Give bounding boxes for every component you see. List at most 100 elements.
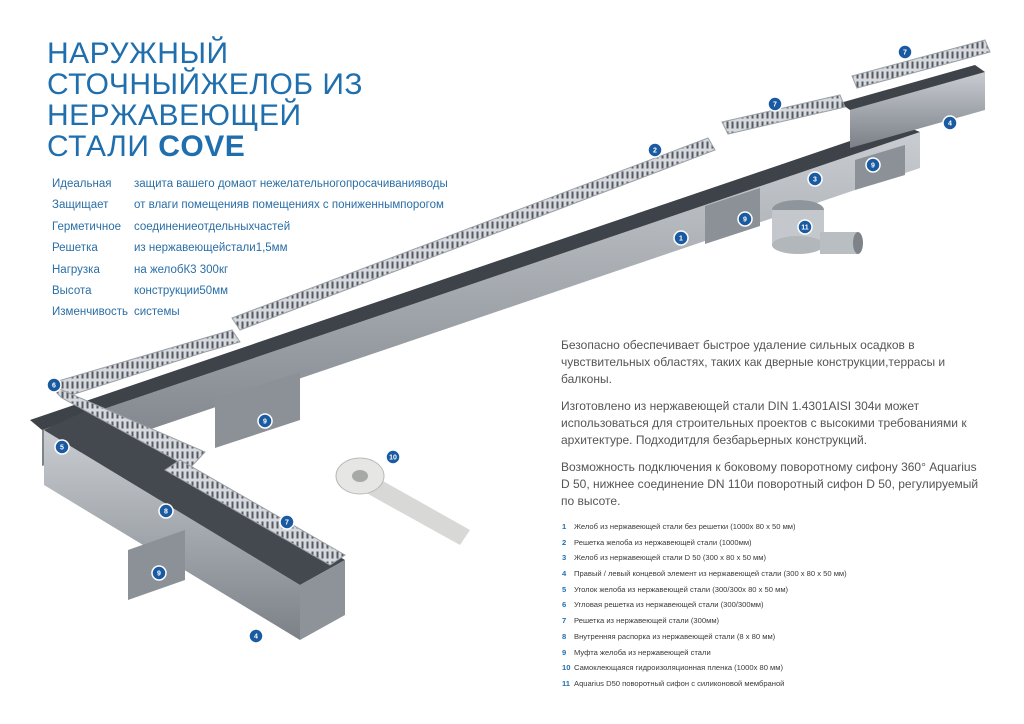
- legend-number: 4: [562, 569, 567, 579]
- legend-number: 2: [562, 537, 567, 547]
- feature-key: Решетка: [52, 242, 98, 255]
- badge-7b: 7: [767, 96, 783, 112]
- badge-label: 9: [157, 571, 161, 578]
- legend-text: Уголок желоба из нержавеющей стали (300/…: [574, 584, 789, 594]
- description-paragraph-2: Изготовлено из нержавеющей стали DIN 1.4…: [561, 399, 967, 447]
- grate-short-lower: [164, 459, 346, 566]
- legend-item: 8 Внутренняя распорка из нержавеющей стал…: [562, 629, 847, 645]
- badge-label: 5: [60, 445, 64, 452]
- legend-number: 10: [562, 663, 571, 673]
- feature-value: защита вашего домаот нежелательногопроса…: [134, 178, 448, 190]
- badge-label: 9: [871, 163, 875, 170]
- legend-item: 3 Желоб из нержавеющей стали D 50 (300 х …: [562, 550, 847, 566]
- title-line-2: СТОЧНЫЙЖЕЛОБ ИЗ: [47, 68, 364, 101]
- badge-label: 9: [743, 217, 747, 224]
- legend-text: Угловая решетка из нержавеющей стали (30…: [574, 600, 764, 610]
- legend-item: 1 Желоб из нержавеющей стали без решетки …: [562, 519, 847, 535]
- badge-11: 11: [797, 219, 813, 235]
- legend-item: 2 Решетка желоба из нержавеющей стали (10…: [562, 535, 847, 551]
- title-line-1: НАРУЖНЫЙ: [47, 37, 229, 70]
- feature-key: Нагрузка: [52, 263, 100, 276]
- badge-label: 7: [903, 50, 907, 57]
- legend-item: 7 Решетка из нержавеющей стали (300мм): [562, 613, 847, 629]
- legend-item: 9 Муфта желоба из нержавеющей стали: [562, 645, 847, 661]
- channel-right-end: [840, 65, 985, 148]
- feature-value: от влаги помещенияв помещениях с понижен…: [134, 199, 444, 212]
- grate-long: [231, 137, 716, 331]
- badge-label: 11: [801, 225, 809, 232]
- badge-label: 8: [164, 509, 168, 516]
- badge-5: 5: [54, 439, 70, 455]
- parts-legend: 1 Желоб из нержавеющей стали без решетки …: [562, 519, 847, 692]
- coupling-blocks: [128, 145, 905, 600]
- brand-name: COVE: [158, 130, 246, 163]
- title-line-3: НЕРЖАВЕЮЩЕЙ: [47, 99, 302, 132]
- legend-text: Самоклеющаяся гидроизоляционная пленка (…: [574, 663, 784, 673]
- badge-3: 3: [807, 171, 823, 187]
- feature-item: Нагрузка на желобК3 300кг: [52, 260, 448, 281]
- title-line-4: СТАЛИ COVE: [47, 131, 363, 162]
- feature-value: из нержавеющейстали1,5мм: [134, 242, 288, 255]
- legend-number: 6: [562, 600, 567, 610]
- legend-item: 4 Правый / левый концевой элемент из нерж…: [562, 566, 847, 582]
- channel-long: [30, 124, 920, 466]
- feature-item: Идеальная защита вашего домаот нежелатель…: [52, 174, 448, 195]
- badge-label: 7: [285, 520, 289, 527]
- legend-text: Решетка желоба из нержавеющей стали (100…: [574, 537, 752, 547]
- badge-label: 4: [948, 121, 952, 128]
- badge-label: 9: [263, 419, 267, 426]
- badge-4a: 4: [942, 115, 958, 131]
- description-paragraph-3: Возможность подключения к боковому повор…: [561, 460, 979, 508]
- legend-number: 3: [562, 553, 567, 563]
- waterproof-tape-roll: [335, 457, 470, 545]
- feature-key: Идеальная: [52, 178, 112, 190]
- badge-9b: 9: [737, 211, 753, 227]
- legend-text: Aquarius D50 поворотный сифон с силиконо…: [574, 678, 785, 688]
- legend-text: Желоб из нержавеющей стали без решетки (…: [574, 522, 796, 531]
- feature-key: Герметичное: [52, 220, 121, 233]
- badge-9d: 9: [151, 565, 167, 581]
- legend-text: Муфта желоба из нержавеющей стали: [574, 647, 711, 657]
- badge-label: 6: [52, 383, 56, 390]
- badge-label: 10: [389, 455, 397, 462]
- page-title: НАРУЖНЫЙ СТОЧНЫЙЖЕЛОБ ИЗ НЕРЖАВЕЮЩЕЙ СТА…: [47, 38, 363, 162]
- badge-7a: 7: [897, 44, 913, 60]
- feature-item: Герметичное соединениеотдельныхчастей: [52, 217, 448, 238]
- badge-label: 7: [773, 102, 777, 109]
- legend-text: Правый / левый концевой элемент из нержа…: [574, 569, 847, 579]
- feature-value: системы: [134, 306, 180, 319]
- badge-9c: 9: [865, 157, 881, 173]
- badge-7c: 7: [279, 514, 295, 530]
- grate-short-upper: [721, 39, 991, 135]
- feature-list: Идеальная защита вашего домаот нежелатель…: [52, 174, 448, 324]
- badge-8: 8: [158, 503, 174, 519]
- title-prefix: СТАЛИ: [47, 130, 159, 163]
- badge-6: 6: [46, 377, 62, 393]
- legend-number: 9: [562, 647, 567, 657]
- badge-label: 1: [679, 236, 683, 243]
- badge-label: 2: [653, 148, 657, 155]
- badge-2: 2: [647, 142, 663, 158]
- siphon: [772, 200, 863, 254]
- badge-label: 4: [254, 634, 258, 641]
- feature-value: соединениеотдельныхчастей: [134, 220, 291, 233]
- feature-key: Защищает: [52, 199, 109, 212]
- feature-value: на желобК3 300кг: [134, 263, 229, 276]
- legend-text: Желоб из нержавеющей стали D 50 (300 х 8…: [574, 553, 767, 563]
- legend-item: 6 Угловая решетка из нержавеющей стали (3…: [562, 597, 847, 613]
- legend-number: 11: [562, 678, 571, 688]
- legend-text: Решетка из нержавеющей стали (300мм): [574, 616, 720, 626]
- legend-number: 8: [562, 631, 567, 641]
- badge-label: 3: [813, 177, 817, 184]
- badge-9a: 9: [257, 413, 273, 429]
- legend-number: 1: [562, 522, 567, 531]
- badge-1: 1: [673, 230, 689, 246]
- legend-text: Внутренняя распорка из нержавеющей стали…: [574, 631, 776, 641]
- legend-number: 7: [562, 616, 567, 626]
- feature-value: конструкции50мм: [134, 284, 229, 297]
